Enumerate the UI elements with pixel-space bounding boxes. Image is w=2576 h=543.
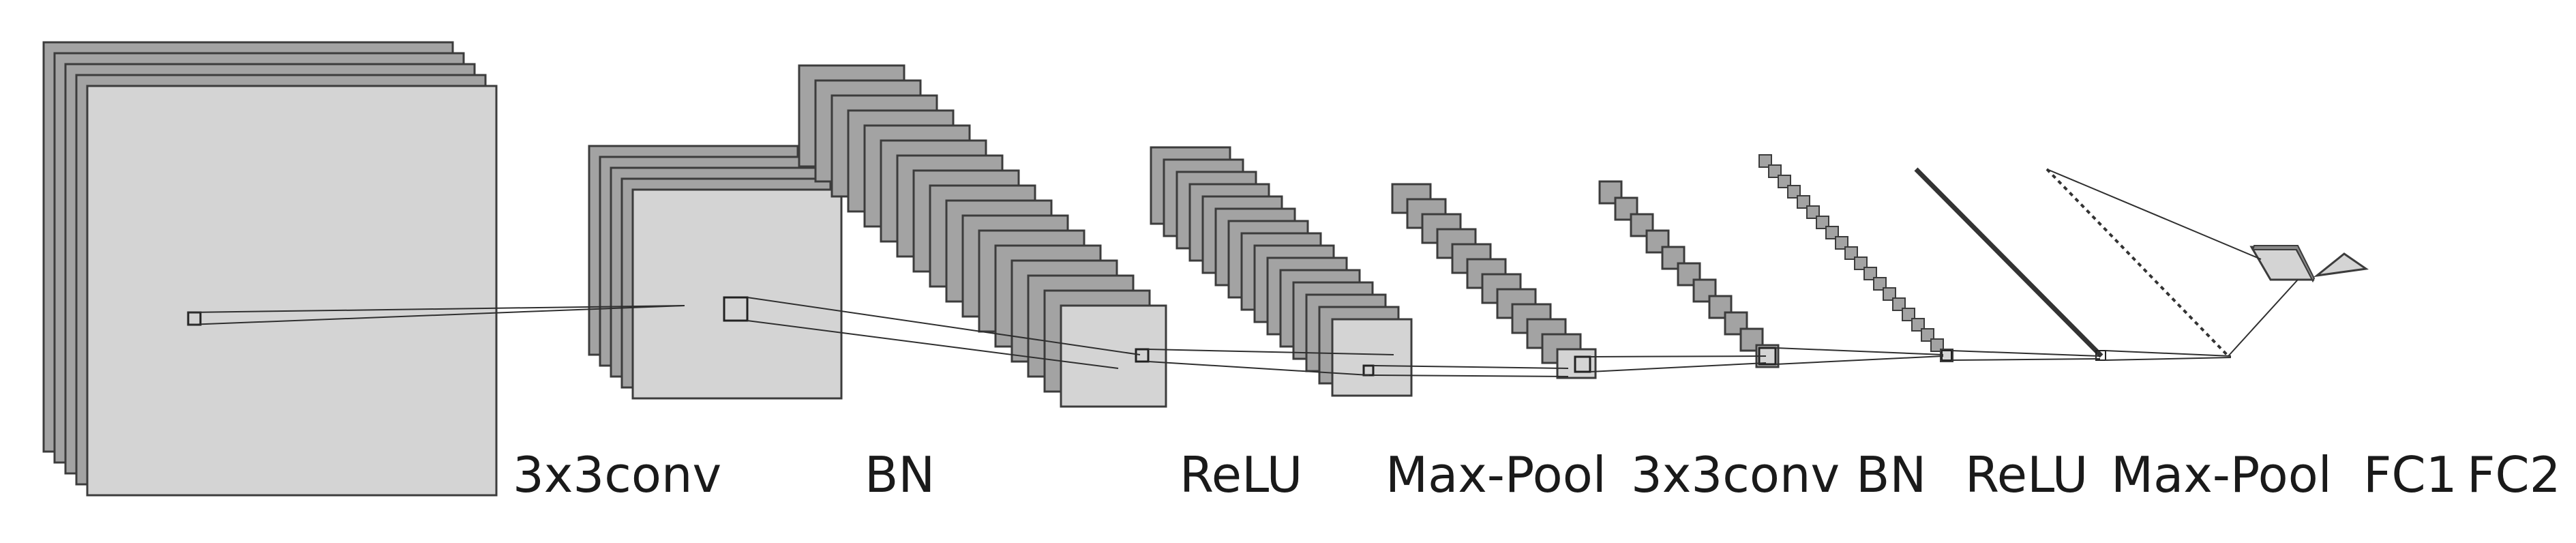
conv1-volume-front-face <box>631 188 843 400</box>
maxpool1-volume <box>1391 183 1597 379</box>
relu1-volume-front-face <box>1331 318 1413 397</box>
conv2-volume <box>1598 180 1780 368</box>
connection-line <box>1589 362 1767 372</box>
bn2-volume-slice <box>1825 226 1839 239</box>
label-maxpool1: Max-Pool <box>1386 446 1606 503</box>
connection-line <box>1589 355 1767 357</box>
label-conv2: 3x3conv <box>1631 446 1840 503</box>
connection-line <box>2105 357 2232 361</box>
maxpool2-volume <box>2046 168 2230 357</box>
connection-line <box>1775 347 1944 355</box>
connection-line <box>1148 361 1370 376</box>
connection-line <box>2046 168 2262 260</box>
bn2-volume-slice <box>1758 154 1772 168</box>
bn2-volume-slice <box>1863 267 1877 280</box>
bn2-volume-slice <box>1911 318 1925 332</box>
label-fc1: FC1 <box>2363 446 2457 503</box>
relu2-thin-stack <box>1914 167 2103 358</box>
bn2-volume-slice <box>1797 195 1810 209</box>
connection-line <box>1951 358 2101 361</box>
label-relu2: ReLU <box>1965 446 2088 503</box>
bn2-volume-front-face <box>1940 349 1953 362</box>
conv1-kernel <box>723 296 749 322</box>
label-bn2: BN <box>1856 446 1927 503</box>
input-volume-front-face <box>86 85 498 497</box>
fc1-edge <box>2251 245 2316 283</box>
connection-line <box>747 320 1119 369</box>
bn2-volume-slice <box>1921 328 1934 342</box>
bn2-volume-slice <box>1930 338 1944 352</box>
bn2-volume-slice <box>1768 164 1782 178</box>
bn1-kernel <box>1135 348 1150 363</box>
connection-lines <box>188 168 2298 377</box>
connection-line <box>1373 375 1569 377</box>
connection-line <box>1951 350 2101 357</box>
input-volume <box>42 41 498 497</box>
conv2-volume-slice <box>1724 311 1748 336</box>
bn1-volume <box>798 64 1167 408</box>
fc-layers <box>2249 245 2369 283</box>
label-fc2: FC2 <box>2467 446 2561 503</box>
connection-line <box>2105 350 2232 357</box>
maxpool1-kernel <box>1574 355 1591 373</box>
connection-line <box>188 305 685 313</box>
maxpool2-dotted-stack <box>2046 168 2230 357</box>
bn2-volume-slice <box>1787 185 1801 199</box>
bn2-volume-slice <box>1806 205 1820 219</box>
bn2-kernel <box>1941 350 1952 361</box>
bn2-volume-slice <box>1778 175 1791 188</box>
bn2-volume-slice <box>1883 287 1896 301</box>
label-maxpool2: Max-Pool <box>2111 446 2332 503</box>
connection-line <box>747 297 1141 355</box>
connection-line <box>1373 365 1569 369</box>
connection-line <box>2228 279 2298 357</box>
label-bn1: BN <box>865 446 935 503</box>
label-relu1: ReLU <box>1180 446 1303 503</box>
conv1-volume <box>588 145 843 400</box>
connection-line <box>1148 349 1394 355</box>
bn2-volume-slice <box>1873 277 1887 291</box>
bn2-volume <box>1758 154 1953 362</box>
bn1-volume-front-face <box>1060 304 1167 408</box>
bn2-volume-slice <box>1902 308 1915 321</box>
bn2-volume-slice <box>1892 297 1906 311</box>
bn2-volume-slice <box>1835 236 1848 250</box>
bn2-volume-slice <box>1816 216 1829 229</box>
connection-line <box>1775 355 1944 365</box>
relu1-volume <box>1150 146 1413 397</box>
label-conv1: 3x3conv <box>513 446 722 503</box>
bn2-volume-slice <box>1844 246 1858 260</box>
relu2-volume <box>1914 167 2106 361</box>
connection-line <box>188 305 685 325</box>
bn2-volume-slice <box>1854 256 1868 270</box>
fc2-block <box>2313 252 2369 278</box>
